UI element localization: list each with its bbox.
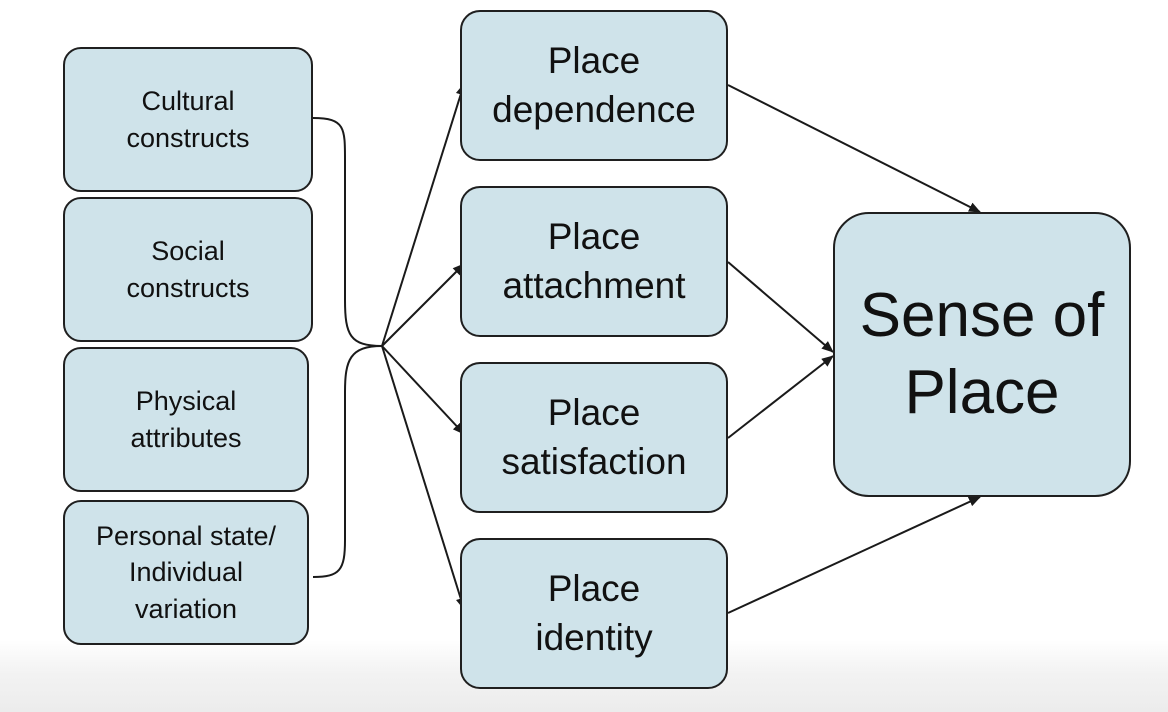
edge-identity-to-sense [727,496,981,614]
node-cultural-constructs: Cultural constructs [63,47,313,192]
node-label: Place dependence [492,40,696,130]
node-personal-state: Personal state/ Individual variation [63,500,309,645]
node-social-constructs: Social constructs [63,197,313,342]
edge-inputs-to-dependence [381,83,466,347]
node-place-satisfaction: Place satisfaction [460,362,728,513]
node-label: Physical attributes [130,386,242,453]
edge-satisfaction-to-sense [727,355,834,439]
node-label: Social constructs [126,236,250,303]
edge-dependence-to-sense [727,84,981,213]
node-place-identity: Place identity [460,538,728,689]
node-physical-attributes: Physical attributes [63,347,309,492]
node-sense-of-place: Sense of Place [833,212,1131,497]
node-label: Place identity [535,568,653,658]
node-place-attachment: Place attachment [460,186,728,337]
edge-inputs-to-satisfaction [381,345,465,435]
node-label: Personal state/ Individual variation [95,520,277,624]
node-place-dependence: Place dependence [460,10,728,161]
edge-inputs-to-identity [381,345,466,610]
node-label: Cultural constructs [126,86,250,153]
input-bracket [312,117,383,578]
node-label: Place satisfaction [501,392,687,482]
node-label: Sense of Place [859,281,1105,427]
node-label: Place attachment [502,216,686,306]
edge-inputs-to-attachment [381,263,465,347]
edge-attachment-to-sense [727,261,834,353]
